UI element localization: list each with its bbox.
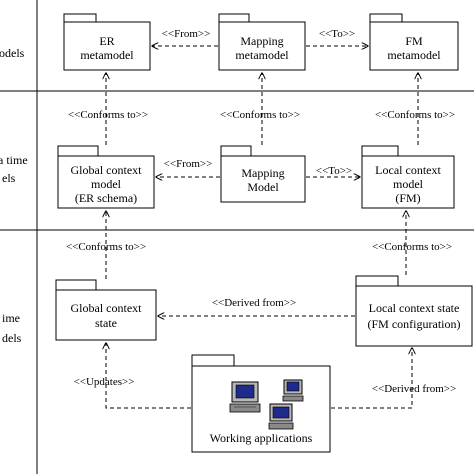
package-global-context-model: Global context model (ER schema) — [57, 145, 155, 209]
edge-label-derived-from-top: <<Derived from>> — [212, 297, 296, 309]
package-title-line: (FM configuration) — [368, 317, 461, 331]
edge-label-conforms-right-top: <<Conforms to>> — [375, 109, 455, 121]
edge-label-to-top: <<To>> — [319, 28, 355, 40]
package-mapping-model: Mapping Model — [220, 145, 306, 203]
edge-label-derived-from-bottom: <<Derived from>> — [372, 383, 456, 395]
package-title-line: Global context — [71, 301, 143, 315]
edge-label-conforms-left-top: <<Conforms to>> — [68, 109, 148, 121]
edge-derived-from-bottom — [331, 348, 412, 409]
package-title-line: ER — [99, 34, 114, 48]
package-title-line: model — [393, 177, 424, 191]
row-label-bottom-2: dels — [2, 331, 22, 345]
package-title-line: Mapping — [240, 34, 283, 48]
row-label-middle-2: els — [2, 171, 16, 185]
package-title-line: (FM) — [395, 191, 420, 205]
edge-label-conforms-mid-top: <<Conforms to>> — [220, 109, 300, 121]
package-title-line: Mapping — [241, 166, 284, 180]
package-title-line: Model — [247, 180, 279, 194]
package-global-context-state: Global context state — [55, 279, 157, 341]
row-label-top: odels — [0, 46, 25, 60]
package-title-line: Working applications — [210, 431, 313, 445]
edge-label-from-top: <<From>> — [162, 28, 211, 40]
package-title-line: metamodel — [387, 48, 441, 62]
package-title-line: metamodel — [80, 48, 134, 62]
edge-label-to-mid: <<To>> — [316, 165, 352, 177]
package-local-context-model: Local context model (FM) — [361, 145, 455, 209]
row-label-bottom-1: ime — [2, 311, 20, 325]
package-title-line: model — [91, 177, 122, 191]
edge-label-conforms-right-bottom: <<Conforms to>> — [372, 241, 452, 253]
package-mapping-metamodel: Mapping metamodel — [218, 13, 306, 71]
edge-label-conforms-left-bottom: <<Conforms to>> — [66, 241, 146, 253]
row-label-middle-1: a time — [0, 153, 28, 167]
package-er-metamodel: ER metamodel — [63, 13, 151, 71]
package-title-line: state — [95, 316, 117, 330]
edges — [106, 46, 418, 409]
package-title-line: (ER schema) — [75, 191, 137, 205]
package-working-applications: Working applications — [191, 354, 331, 453]
package-fm-metamodel: FM metamodel — [369, 13, 459, 71]
package-title-line: FM — [405, 34, 423, 48]
computer-icon — [268, 403, 294, 430]
package-local-context-state: Local context state (FM configuration) — [355, 275, 473, 347]
edge-label-from-mid: <<From>> — [164, 158, 213, 170]
package-title-line: Local context state — [369, 301, 460, 315]
computer-icon — [282, 379, 304, 402]
edge-label-updates: <<Updates>> — [74, 376, 135, 388]
computer-icon — [229, 381, 261, 413]
edge-updates — [106, 343, 191, 409]
package-title-line: Local context — [375, 163, 441, 177]
package-title-line: metamodel — [235, 48, 289, 62]
package-title-line: Global context — [71, 163, 143, 177]
